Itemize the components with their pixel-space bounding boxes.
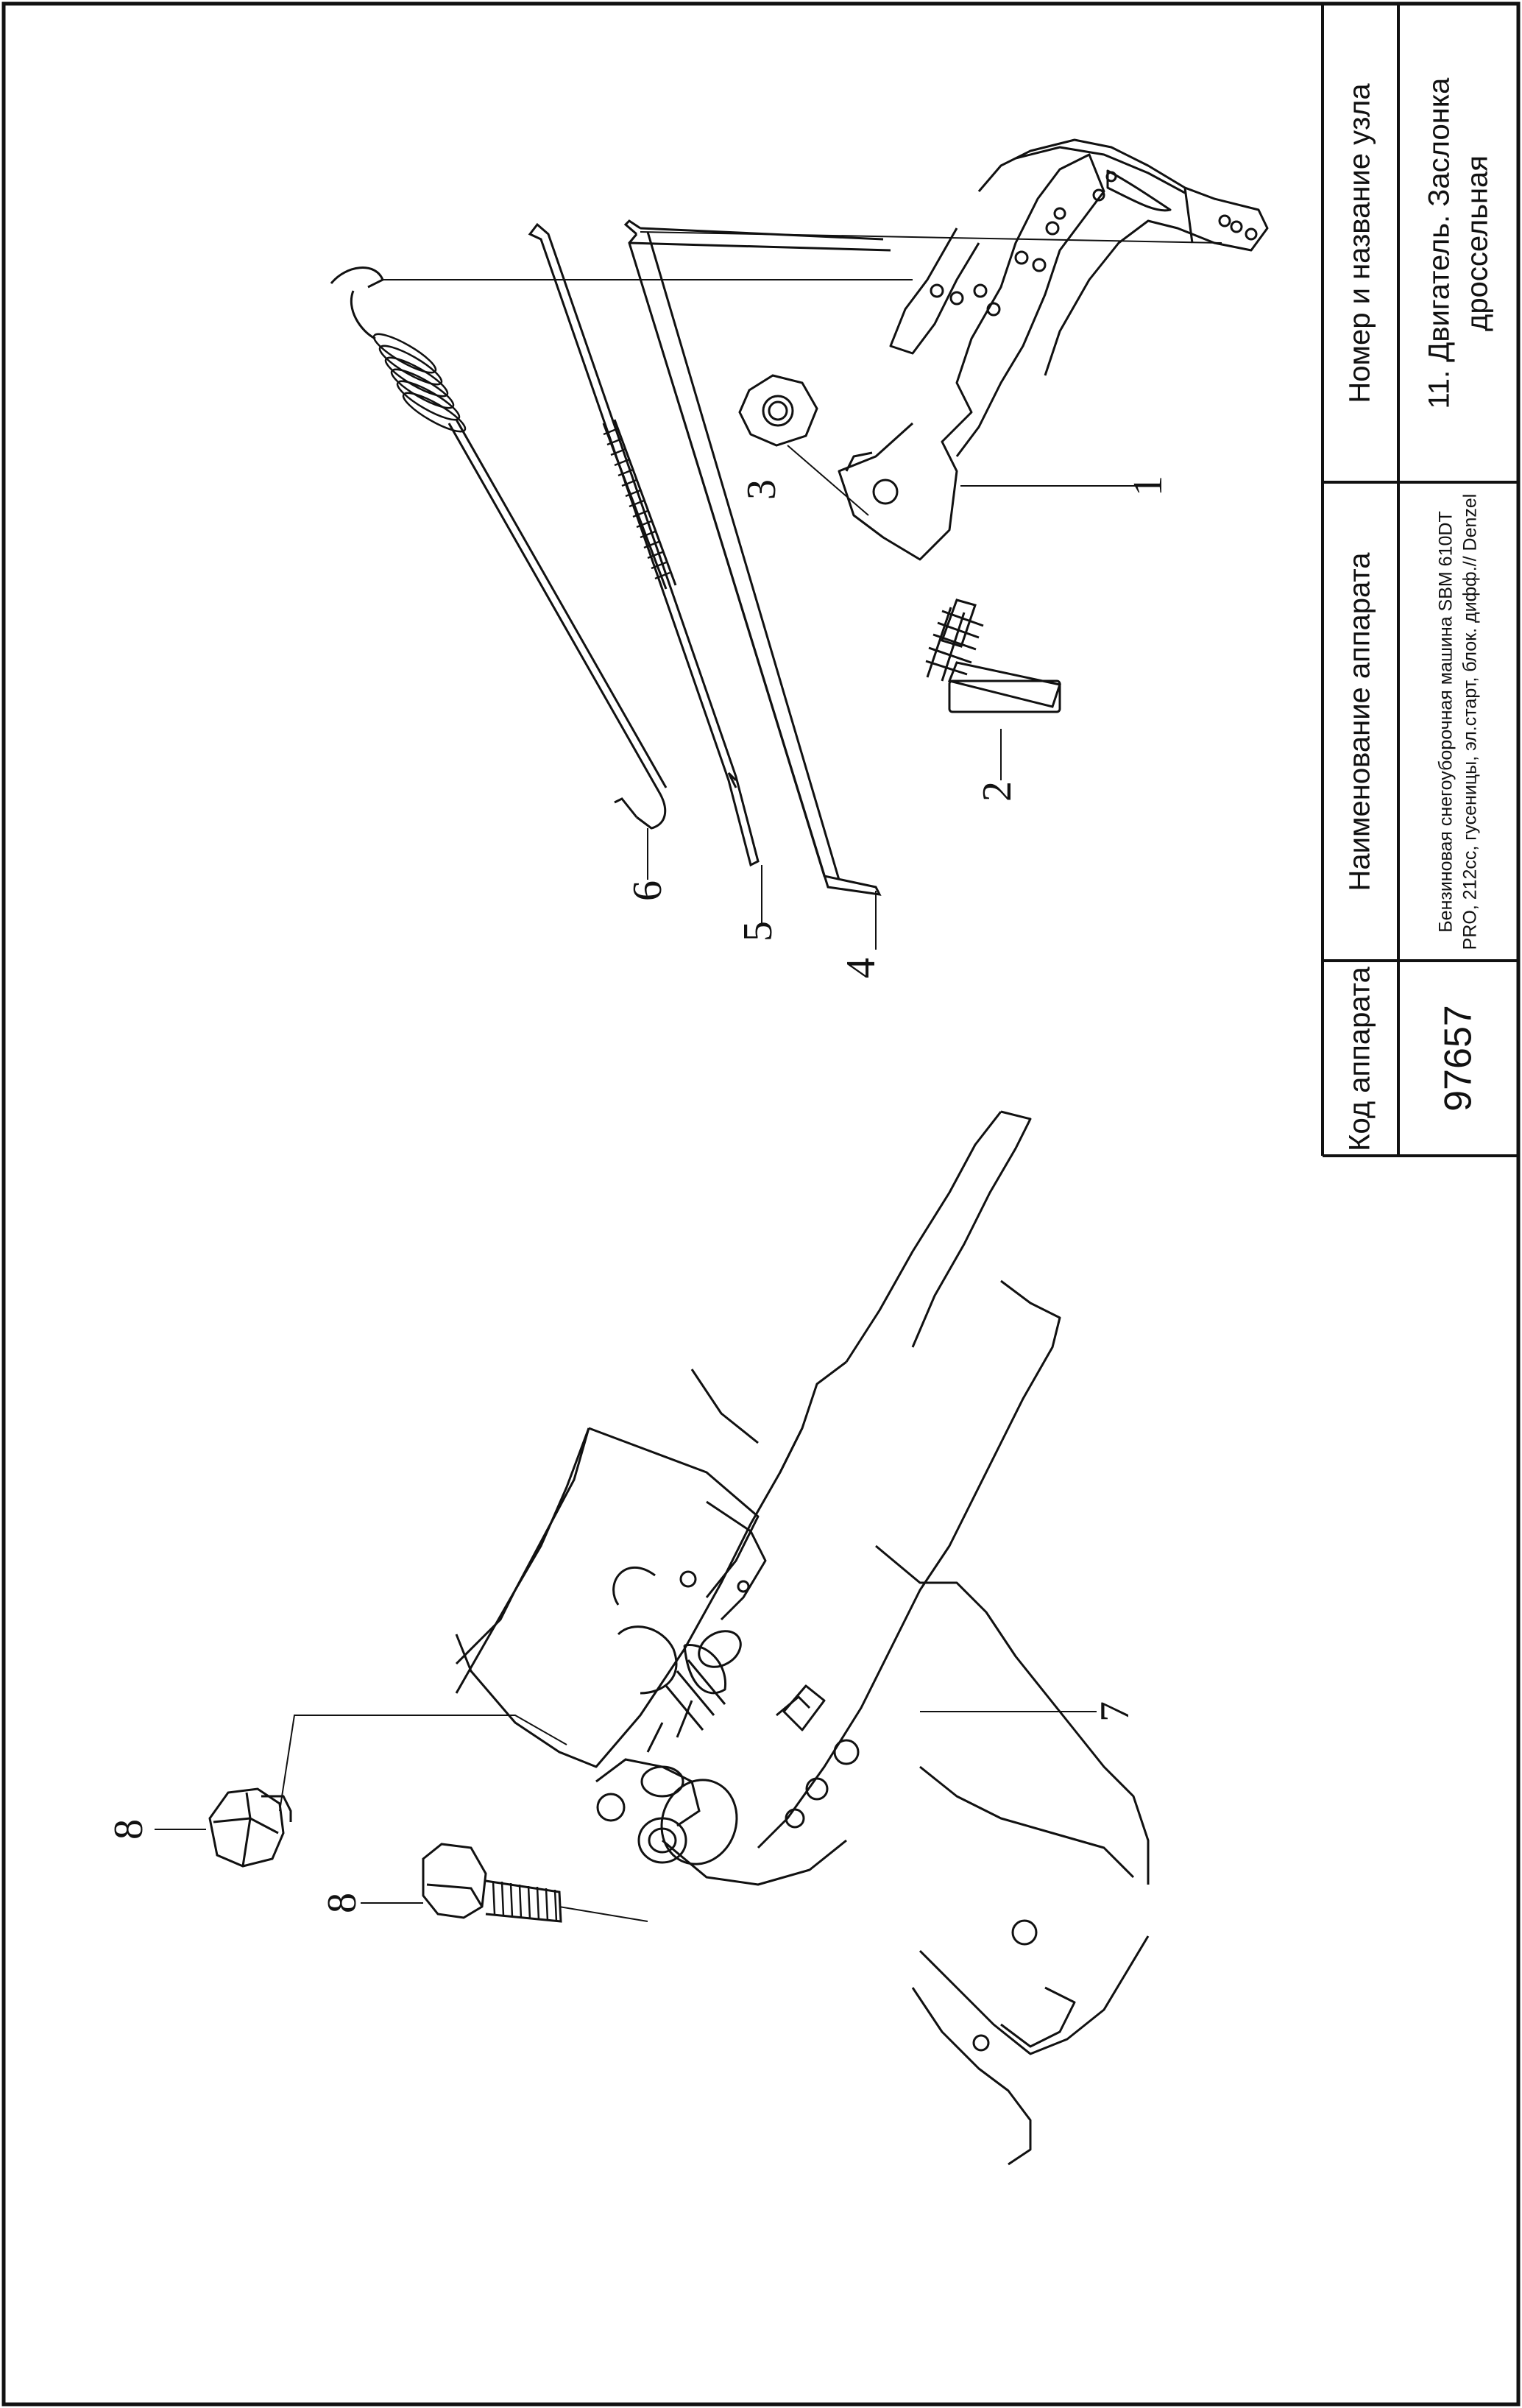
code-value: 97657 bbox=[1437, 1005, 1479, 1112]
part-7-upper-bracket bbox=[455, 1360, 847, 1694]
part-7-assembly-plate bbox=[455, 1110, 1150, 2166]
node-value: 11. Двигатель. Заслонка дроссельная bbox=[1423, 77, 1493, 409]
name-header: Наименование аппарата bbox=[1343, 552, 1376, 891]
code-header: Код аппарата bbox=[1343, 967, 1376, 1151]
part-label-7: 7 bbox=[1092, 1701, 1138, 1722]
part-8-bolt-upper bbox=[208, 1787, 292, 1868]
part-label-6: 6 bbox=[625, 880, 670, 901]
part-6-spring bbox=[330, 266, 668, 830]
node-header: Номер и название узла bbox=[1343, 83, 1376, 403]
part-label-1: 1 bbox=[1125, 476, 1171, 496]
part-label-8-lower: 8 bbox=[319, 1893, 365, 1913]
part-label-2: 2 bbox=[974, 781, 1020, 802]
title-block-frame bbox=[1321, 4, 1518, 1157]
part-5-governor-rod bbox=[528, 222, 760, 867]
part-label-8-upper: 8 bbox=[106, 1819, 152, 1840]
leader-lines-lower bbox=[155, 1711, 1097, 1922]
leader-lines-upper bbox=[383, 231, 1222, 950]
part-label-5: 5 bbox=[735, 921, 781, 942]
part-label-4: 4 bbox=[838, 958, 884, 978]
screw-assembly-detail bbox=[595, 1630, 742, 1864]
part-1-throttle-bracket bbox=[838, 138, 1269, 561]
part-8-bolt-lower bbox=[422, 1843, 562, 1923]
part-label-3: 3 bbox=[739, 479, 785, 500]
part-2-screw bbox=[925, 599, 1061, 713]
part-3-nut bbox=[738, 374, 818, 447]
name-value: Бензиновая снегоуборочная машина SBM 610… bbox=[1435, 493, 1480, 950]
